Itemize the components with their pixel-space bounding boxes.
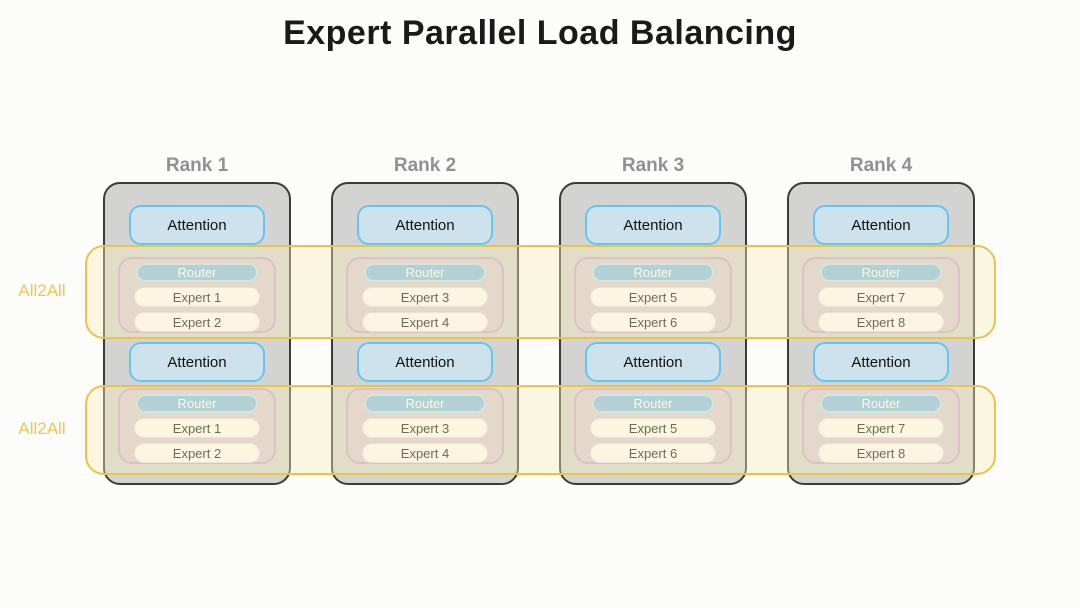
expert-block: Expert 1 (134, 418, 260, 438)
router-block: Router (364, 263, 486, 282)
router-block: Router (592, 263, 714, 282)
expert-group: Router Expert 5 Expert 6 (574, 388, 732, 464)
expert-block: Expert 7 (818, 287, 944, 307)
router-block: Router (592, 394, 714, 413)
attention-block: Attention (585, 205, 721, 245)
rank-box-3: Attention Router Expert 5 Expert 6 Atten… (559, 182, 747, 485)
rank-label-4: Rank 4 (849, 155, 913, 176)
expert-block: Expert 7 (818, 418, 944, 438)
expert-block: Expert 5 (590, 418, 716, 438)
expert-group: Router Expert 1 Expert 2 (118, 388, 276, 464)
expert-group: Router Expert 5 Expert 6 (574, 257, 732, 333)
attention-block: Attention (357, 205, 493, 245)
router-block: Router (820, 394, 942, 413)
router-block: Router (136, 263, 258, 282)
expert-block: Expert 5 (590, 287, 716, 307)
expert-block: Expert 2 (134, 312, 260, 332)
expert-group: Router Expert 3 Expert 4 (346, 388, 504, 464)
expert-block: Expert 3 (362, 287, 488, 307)
expert-block: Expert 6 (590, 443, 716, 463)
expert-group: Router Expert 3 Expert 4 (346, 257, 504, 333)
all2all-label: All2All (18, 281, 66, 300)
attention-block: Attention (129, 342, 265, 382)
rank-box-4: Attention Router Expert 7 Expert 8 Atten… (787, 182, 975, 485)
rank-label-2: Rank 2 (393, 155, 457, 176)
expert-block: Expert 1 (134, 287, 260, 307)
diagram-title: Expert Parallel Load Balancing (283, 14, 797, 52)
expert-block: Expert 8 (818, 443, 944, 463)
rank-box-1: Attention Router Expert 1 Expert 2 Atten… (103, 182, 291, 485)
expert-block: Expert 8 (818, 312, 944, 332)
rank-label-3: Rank 3 (621, 155, 685, 176)
expert-group: Router Expert 1 Expert 2 (118, 257, 276, 333)
router-block: Router (364, 394, 486, 413)
expert-block: Expert 3 (362, 418, 488, 438)
router-block: Router (136, 394, 258, 413)
expert-block: Expert 2 (134, 443, 260, 463)
attention-block: Attention (813, 205, 949, 245)
rank-label-1: Rank 1 (165, 155, 229, 176)
attention-block: Attention (813, 342, 949, 382)
attention-block: Attention (357, 342, 493, 382)
all2all-label: All2All (18, 419, 66, 438)
expert-group: Router Expert 7 Expert 8 (802, 257, 960, 333)
expert-block: Expert 6 (590, 312, 716, 332)
rank-box-2: Attention Router Expert 3 Expert 4 Atten… (331, 182, 519, 485)
expert-group: Router Expert 7 Expert 8 (802, 388, 960, 464)
attention-block: Attention (585, 342, 721, 382)
expert-block: Expert 4 (362, 443, 488, 463)
router-block: Router (820, 263, 942, 282)
expert-block: Expert 4 (362, 312, 488, 332)
attention-block: Attention (129, 205, 265, 245)
